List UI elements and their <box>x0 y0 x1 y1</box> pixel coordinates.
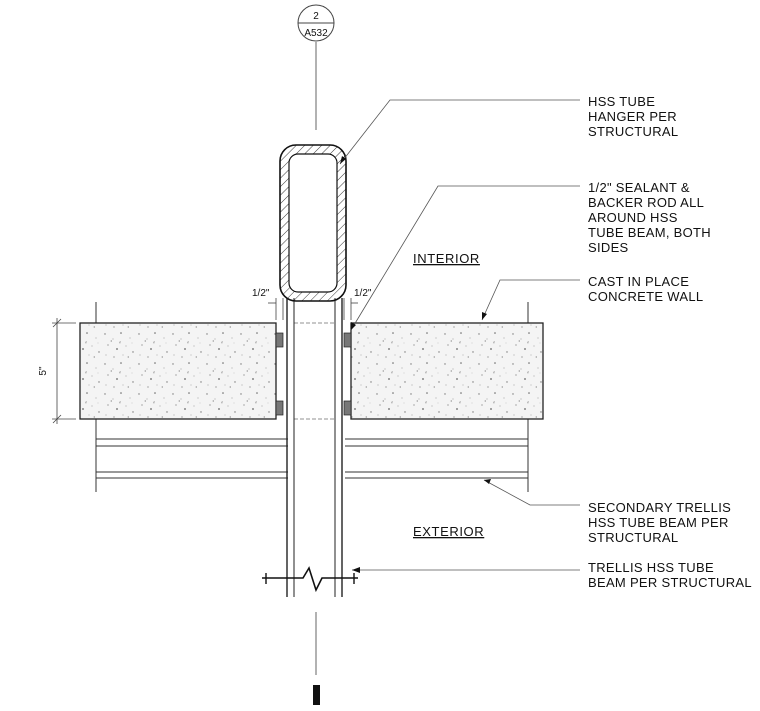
interior-label: INTERIOR <box>413 251 480 266</box>
leader-arrows <box>340 156 491 573</box>
concrete-wall-right <box>350 322 544 420</box>
right-joint-dimension: 1/2" <box>354 288 372 299</box>
concrete-wall-left <box>79 322 277 420</box>
svg-text:STRUCTURAL: STRUCTURAL <box>588 124 678 139</box>
leader-lines <box>339 99 580 571</box>
section-cut-end-mark <box>313 685 320 705</box>
trellis-hss-tube <box>286 298 343 597</box>
svg-text:HSS TUBE: HSS TUBE <box>588 94 655 109</box>
left-joint-dimension: 1/2" <box>252 288 270 299</box>
svg-text:CONCRETE WALL: CONCRETE WALL <box>588 289 703 304</box>
svg-text:STRUCTURAL: STRUCTURAL <box>588 530 678 545</box>
svg-text:BEAM PER STRUCTURAL: BEAM PER STRUCTURAL <box>588 575 752 590</box>
svg-text:BACKER ROD ALL: BACKER ROD ALL <box>588 195 704 210</box>
svg-text:HSS TUBE BEAM PER: HSS TUBE BEAM PER <box>588 515 729 530</box>
section-tag[interactable]: 2 A532 <box>297 4 335 42</box>
svg-text:TUBE BEAM, BOTH: TUBE BEAM, BOTH <box>588 225 711 240</box>
note-concrete-wall: CAST IN PLACE CONCRETE WALL <box>588 274 703 304</box>
svg-text:CAST IN PLACE: CAST IN PLACE <box>588 274 689 289</box>
exterior-label: EXTERIOR <box>413 524 484 539</box>
wall-thickness-dimension-line <box>52 318 76 424</box>
svg-text:AROUND HSS: AROUND HSS <box>588 210 678 225</box>
svg-text:SIDES: SIDES <box>588 240 629 255</box>
wall-thickness-dimension: 5" <box>38 366 49 376</box>
svg-text:SECONDARY TRELLIS: SECONDARY TRELLIS <box>588 500 731 515</box>
hss-tube-hanger <box>279 144 347 302</box>
sealant-backer-rods <box>275 332 352 416</box>
note-hss-hanger: HSS TUBE HANGER PER STRUCTURAL <box>588 94 678 139</box>
section-tag-sheet: A532 <box>304 28 328 39</box>
secondary-trellis-beam <box>95 302 529 492</box>
svg-text:1/2" SEALANT &: 1/2" SEALANT & <box>588 180 690 195</box>
joint-dimensions <box>268 298 358 320</box>
note-trellis-beam: TRELLIS HSS TUBE BEAM PER STRUCTURAL <box>588 560 752 590</box>
break-line <box>262 566 358 593</box>
svg-text:HANGER PER: HANGER PER <box>588 109 677 124</box>
section-tag-number: 2 <box>313 11 319 22</box>
note-secondary-trellis: SECONDARY TRELLIS HSS TUBE BEAM PER STRU… <box>588 500 731 545</box>
note-sealant: 1/2" SEALANT & BACKER ROD ALL AROUND HSS… <box>588 180 711 255</box>
svg-text:TRELLIS HSS TUBE: TRELLIS HSS TUBE <box>588 560 714 575</box>
